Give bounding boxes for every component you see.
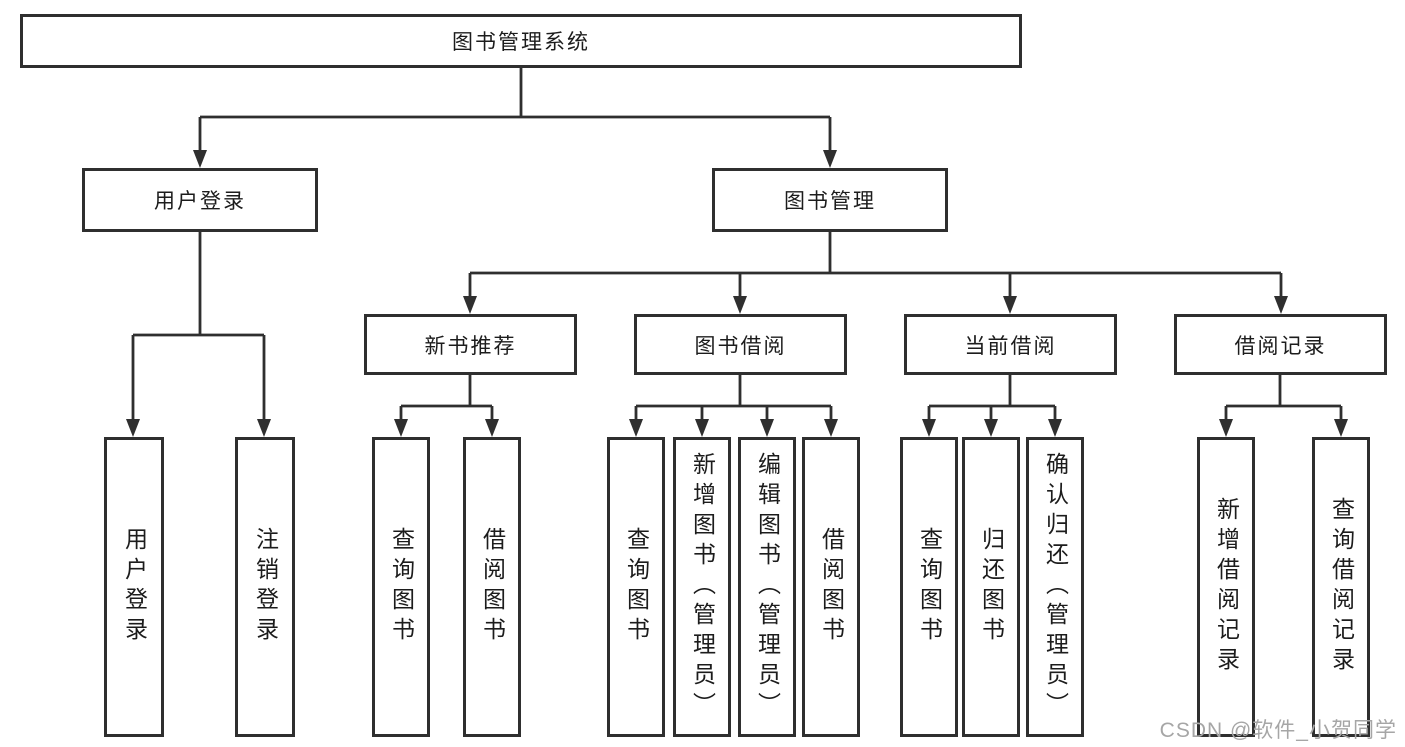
connector-current-borrow-branch xyxy=(927,374,1057,421)
node-confirm-return-admin: 确认归还（管理员） xyxy=(1026,437,1084,737)
node-label: 图书借阅 xyxy=(694,334,787,358)
node-label: 注销登录 xyxy=(252,527,279,647)
arrowhead xyxy=(1048,419,1062,437)
arrowhead xyxy=(922,419,936,437)
connector-book-borrow-branch xyxy=(634,374,833,421)
node-borrowing-records: 借阅记录 xyxy=(1174,314,1387,375)
node-query-books-2: 查询图书 xyxy=(607,437,665,737)
arrowhead xyxy=(1274,296,1288,314)
arrowhead xyxy=(193,150,207,168)
connector-root-to-level2 xyxy=(198,68,832,153)
node-user-login-leaf: 用户登录 xyxy=(104,437,164,737)
node-label: 当前借阅 xyxy=(964,334,1057,358)
node-label: 用户登录 xyxy=(154,190,246,213)
node-query-books-3: 查询图书 xyxy=(900,437,958,737)
node-label: 图书管理系统 xyxy=(452,31,590,54)
node-label: 借阅图书 xyxy=(479,527,506,647)
node-add-books-admin: 新增图书（管理员） xyxy=(673,437,731,737)
node-label: 新书推荐 xyxy=(424,334,517,358)
arrowhead xyxy=(984,419,998,437)
node-current-borrowing: 当前借阅 xyxy=(904,314,1117,375)
node-query-borrow-record: 查询借阅记录 xyxy=(1312,437,1370,737)
node-label: 图书管理 xyxy=(784,190,876,213)
node-book-borrowing: 图书借阅 xyxy=(634,314,847,375)
node-return-books: 归还图书 xyxy=(962,437,1020,737)
node-label: 借阅记录 xyxy=(1234,334,1327,358)
node-edit-books-admin: 编辑图书（管理员） xyxy=(738,437,796,737)
node-logout: 注销登录 xyxy=(235,437,295,737)
node-borrow-books-2: 借阅图书 xyxy=(802,437,860,737)
arrowhead xyxy=(824,419,838,437)
arrowhead xyxy=(463,296,477,314)
node-label: 新增图书（管理员） xyxy=(689,452,716,722)
node-user-login: 用户登录 xyxy=(82,168,318,232)
arrowhead xyxy=(126,419,140,437)
node-new-book-recommendation: 新书推荐 xyxy=(364,314,577,375)
node-library-management-system: 图书管理系统 xyxy=(20,14,1022,68)
arrowhead xyxy=(1334,419,1348,437)
arrowhead xyxy=(733,296,747,314)
node-label: 查询图书 xyxy=(388,527,415,647)
node-label: 查询图书 xyxy=(623,527,650,647)
node-label: 查询图书 xyxy=(916,527,943,647)
arrowhead xyxy=(823,150,837,168)
arrowhead xyxy=(257,419,271,437)
connector-borrow-records-branch xyxy=(1224,374,1343,421)
arrowhead xyxy=(1219,419,1233,437)
arrowhead xyxy=(485,419,499,437)
connector-user-login-branch xyxy=(131,232,266,421)
connector-new-book-branch xyxy=(399,374,494,421)
csdn-watermark: CSDN @软件_小贺同学 xyxy=(1159,719,1397,742)
node-query-books-1: 查询图书 xyxy=(372,437,430,737)
node-borrow-books-1: 借阅图书 xyxy=(463,437,521,737)
node-label: 归还图书 xyxy=(978,527,1005,647)
arrowhead xyxy=(695,419,709,437)
connector-book-mgmt-to-level3 xyxy=(468,232,1283,298)
node-label: 编辑图书（管理员） xyxy=(754,452,781,722)
node-label: 新增借阅记录 xyxy=(1213,497,1240,677)
arrowhead xyxy=(760,419,774,437)
node-label: 借阅图书 xyxy=(818,527,845,647)
node-book-management: 图书管理 xyxy=(712,168,948,232)
arrowhead xyxy=(394,419,408,437)
node-label: 用户登录 xyxy=(121,527,148,647)
node-label: 查询借阅记录 xyxy=(1328,497,1355,677)
arrowhead xyxy=(629,419,643,437)
node-add-borrow-record: 新增借阅记录 xyxy=(1197,437,1255,737)
arrowhead xyxy=(1003,296,1017,314)
node-label: 确认归还（管理员） xyxy=(1042,452,1069,722)
